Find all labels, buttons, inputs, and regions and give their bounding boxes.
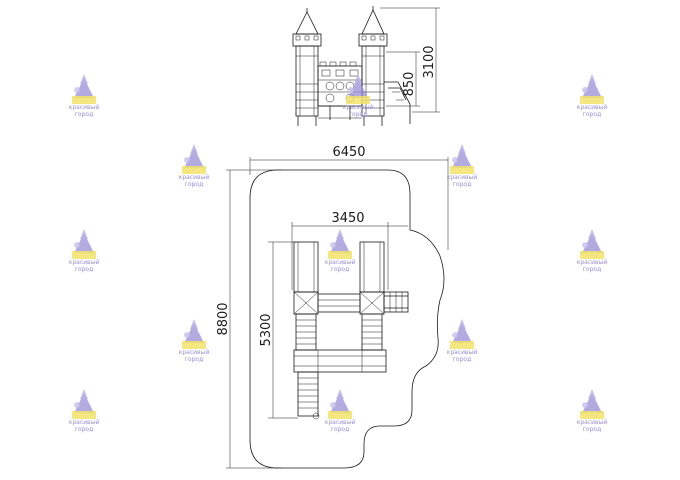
- city-logo-icon: [328, 229, 352, 259]
- watermark-text-line2: город: [184, 356, 204, 363]
- dimension-tower-height: 3100: [380, 7, 440, 113]
- structure-width-label: 3450: [331, 211, 364, 226]
- structure-length-label: 5300: [259, 313, 274, 346]
- watermark-text-line1: красивый: [342, 104, 374, 111]
- watermark-logo: красивый город: [440, 140, 484, 190]
- city-logo-icon: [328, 389, 352, 419]
- watermark-text-line1: красивый: [68, 419, 100, 426]
- left-tower-footprint: [293, 241, 319, 293]
- watermark-logo: красивый город: [318, 385, 362, 435]
- watermark-text-line2: город: [582, 111, 602, 118]
- dimension-zone-width: 6450: [249, 145, 449, 250]
- city-logo-icon: [182, 144, 206, 174]
- watermark-logo: красивый город: [172, 140, 216, 190]
- watermark-logo: красивый город: [318, 225, 362, 275]
- slide: [297, 371, 320, 420]
- city-logo-icon: [182, 319, 206, 349]
- watermark-text-line1: красивый: [68, 259, 100, 266]
- support-legs: [297, 106, 383, 126]
- watermark-logo: красивый город: [570, 225, 614, 275]
- side-stairs: [384, 81, 411, 124]
- dimension-structure-length: 5300: [259, 241, 298, 419]
- plan-view: 6450 8800 3450 5300: [216, 145, 449, 469]
- watermark-text-line1: красивый: [68, 104, 100, 111]
- watermark-text-line2: город: [74, 266, 94, 273]
- city-logo-icon: [346, 74, 370, 104]
- watermark-text-line2: город: [74, 111, 94, 118]
- lower-platform: [293, 349, 387, 373]
- city-logo-icon: [580, 229, 604, 259]
- watermark-text-line1: красивый: [178, 349, 210, 356]
- watermark-text-line2: город: [582, 266, 602, 273]
- city-logo-icon: [450, 319, 474, 349]
- watermark-text-line2: город: [582, 426, 602, 433]
- watermark-text-line1: красивый: [446, 174, 478, 181]
- watermark-text-line1: красивый: [324, 419, 356, 426]
- front-elevation: 850 3100: [292, 6, 440, 126]
- city-logo-icon: [72, 229, 96, 259]
- city-logo-icon: [450, 144, 474, 174]
- city-logo-icon: [72, 74, 96, 104]
- watermark-text-line1: красивый: [324, 259, 356, 266]
- dimension-platform-height: 850: [386, 51, 420, 107]
- city-logo-icon: [580, 74, 604, 104]
- watermark-logo: красивый город: [570, 70, 614, 120]
- city-logo-icon: [72, 389, 96, 419]
- watermark-text-line2: город: [330, 266, 350, 273]
- watermark-text-line2: город: [348, 111, 368, 118]
- platform-height-label: 850: [402, 72, 417, 97]
- watermark-text-line2: город: [184, 181, 204, 188]
- bridges: [295, 313, 383, 351]
- watermark-text-line2: город: [330, 426, 350, 433]
- watermark-logo: красивый город: [336, 70, 380, 120]
- central-wall: [317, 61, 363, 107]
- zone-width-label: 6450: [332, 145, 365, 160]
- watermark-text-line1: красивый: [576, 104, 608, 111]
- watermark-text-line1: красивый: [576, 419, 608, 426]
- watermark-logo: красивый город: [440, 315, 484, 365]
- watermark-text-line2: город: [74, 426, 94, 433]
- watermark-text-line2: город: [452, 356, 472, 363]
- right-tower-footprint: [359, 241, 385, 293]
- dimension-zone-length: 8800: [216, 169, 282, 469]
- tower-height-label: 3100: [422, 45, 437, 78]
- watermark-text-line1: красивый: [576, 259, 608, 266]
- watermark-text-line2: город: [452, 181, 472, 188]
- dimension-structure-width: 3450: [291, 211, 408, 290]
- watermark-text-line1: красивый: [446, 349, 478, 356]
- zone-length-label: 8800: [216, 302, 231, 335]
- upper-platforms: [293, 291, 385, 315]
- watermark-logo: красивый город: [62, 70, 106, 120]
- watermark-logo: красивый город: [570, 385, 614, 435]
- watermark-logo: красивый город: [62, 225, 106, 275]
- watermark-text-line1: красивый: [178, 174, 210, 181]
- watermark-logo: красивый город: [172, 315, 216, 365]
- watermark-logo: красивый город: [62, 385, 106, 435]
- side-stair-footprint: [383, 291, 409, 313]
- city-logo-icon: [580, 389, 604, 419]
- left-tower: [292, 8, 322, 117]
